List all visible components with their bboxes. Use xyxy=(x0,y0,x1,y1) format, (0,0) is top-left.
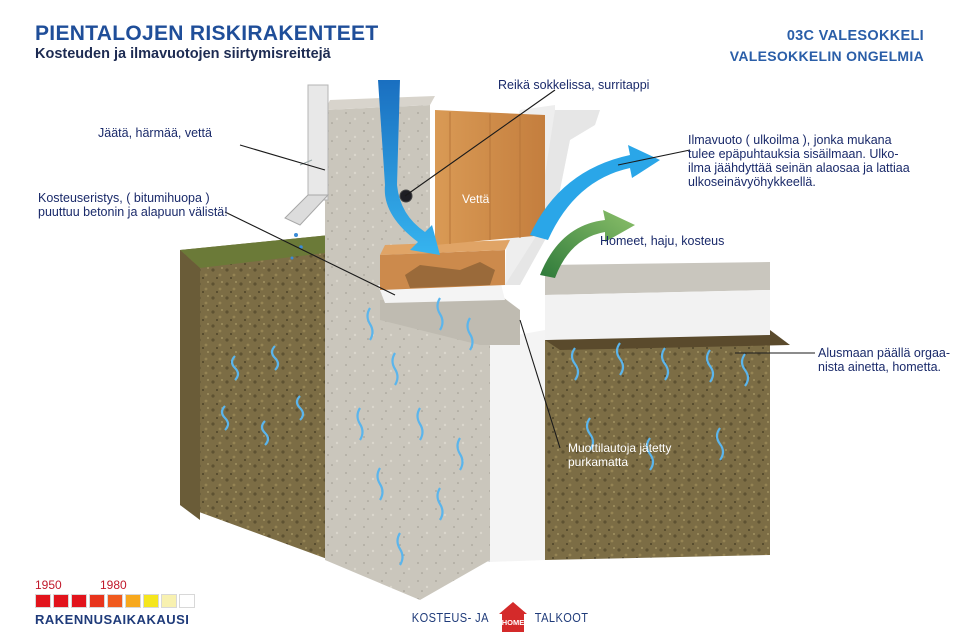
campaign-logo: KOSTEUS- JA HOME TALKOOT xyxy=(405,601,593,633)
label-airleak-3: ilma jäähdyttää seinän alaosaa ja lattia… xyxy=(688,161,910,175)
label-formwork-2: purkamatta xyxy=(568,455,629,469)
left-soil xyxy=(180,235,350,560)
logo-right-text: TALKOOT xyxy=(534,609,589,625)
leader-lines xyxy=(224,89,815,449)
era-scale-cell xyxy=(143,594,159,608)
air-out-arrow-green xyxy=(540,210,635,278)
label-organic-2: nista ainetta, hometta. xyxy=(818,360,941,374)
era-scale-cell xyxy=(125,594,141,608)
concrete-wall xyxy=(325,96,520,600)
label-formwork-1: Muottilautoja jätetty xyxy=(568,441,672,455)
label-airleak-1: Ilmavuoto ( ulkoilma ), jonka mukana xyxy=(688,133,892,147)
wooden-sill xyxy=(380,240,510,290)
page-title: PIENTALOJEN RISKIRAKENTEET xyxy=(35,22,379,45)
year-start: 1950 xyxy=(35,578,62,592)
label-insulation-1: Kosteuseristys, ( bitumihuopa ) xyxy=(38,191,210,205)
era-scale-cell xyxy=(179,594,195,608)
downpipe xyxy=(284,84,330,226)
label-hole: Reikä sokkelissa, surritappi xyxy=(498,78,650,92)
moisture-arrows xyxy=(220,297,750,566)
floor-slab xyxy=(545,262,770,340)
era-color-scale xyxy=(35,594,197,608)
era-label: RAKENNUSAIKAKAUSI xyxy=(35,612,190,627)
label-airleak-4: ulkoseinävyöhykkeellä. xyxy=(688,175,816,189)
label-airleak-2: tulee epäpuhtauksia sisäilmaan. Ulko- xyxy=(688,147,899,161)
label-ice: Jäätä, härmää, vettä xyxy=(98,126,212,140)
era-scale-cell xyxy=(89,594,105,608)
wood-beam xyxy=(435,110,545,245)
label-insulation-2: puuttuu betonin ja alapuun välistä! xyxy=(38,205,228,219)
era-scale-cell xyxy=(53,594,69,608)
diagram-code-subtitle: VALESOKKELIN ONGELMIA xyxy=(729,48,924,64)
label-mold: Homeet, haju, kosteus xyxy=(600,234,725,248)
diagram-code: 03C VALESOKKELI xyxy=(786,28,924,44)
logo-left-text: KOSTEUS- JA xyxy=(411,609,489,625)
house-icon: HOME xyxy=(498,601,528,633)
era-scale-cell xyxy=(161,594,177,608)
page-subtitle: Kosteuden ja ilmavuotojen siirtymisreitt… xyxy=(35,46,331,62)
era-scale-cell xyxy=(71,594,87,608)
year-end: 1980 xyxy=(100,578,127,592)
water-drops xyxy=(290,233,303,260)
air-out-arrow-blue xyxy=(530,145,660,240)
era-scale-cell xyxy=(107,594,123,608)
label-water: Vettä xyxy=(462,192,490,206)
logo-badge: HOME xyxy=(502,618,525,627)
era-scale-cell xyxy=(35,594,51,608)
air-down-arrow xyxy=(378,80,440,255)
label-organic-1: Alusmaan päällä orgaa- xyxy=(818,346,951,360)
